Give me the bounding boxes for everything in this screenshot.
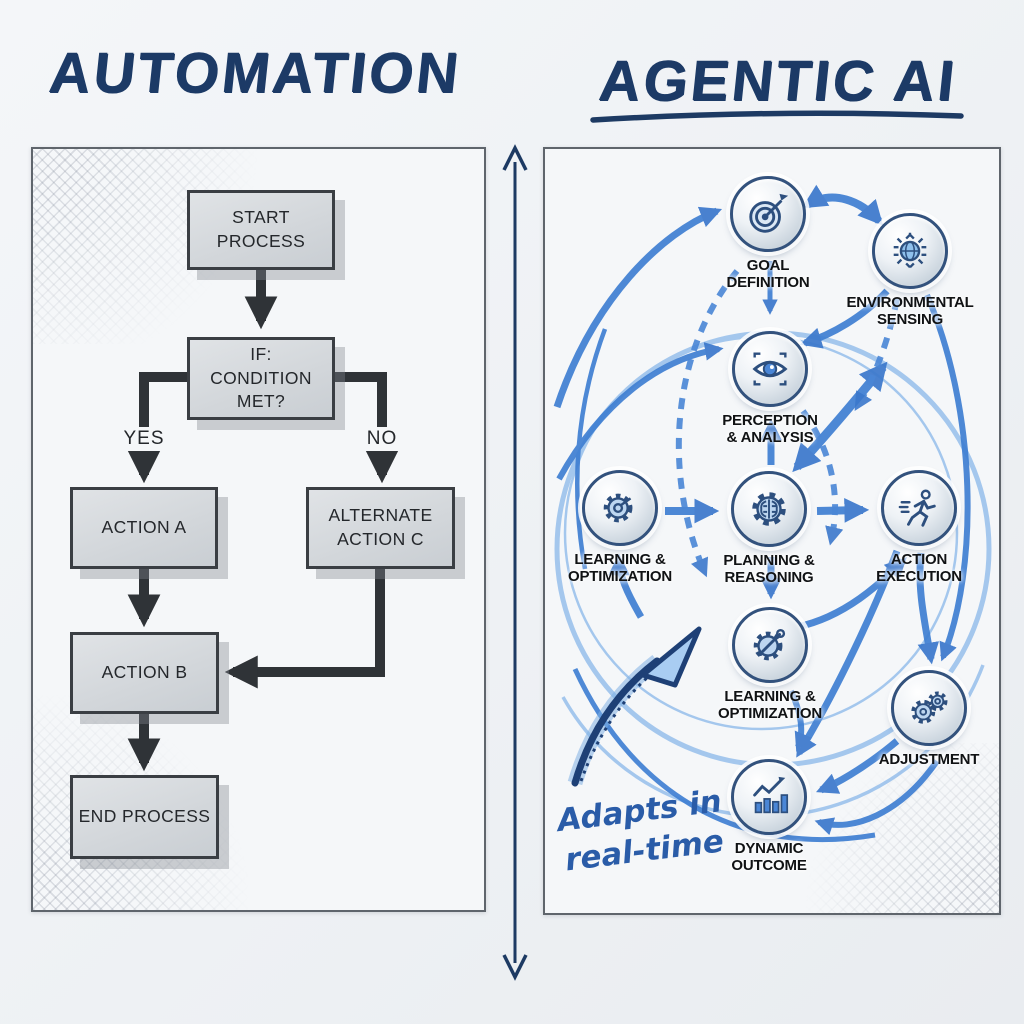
bar-chart-growth-icon	[753, 776, 789, 814]
gear-learning-icon	[603, 493, 633, 523]
sketch-arrow	[567, 626, 702, 787]
automation-panel: START PROCESS IF: CONDITION MET? ACTION …	[31, 147, 486, 912]
agentic-title: AGENTIC AI	[596, 49, 960, 113]
flow-box-alternate-action-c: ALTERNATE ACTION C	[306, 487, 455, 569]
eye-scan-icon	[752, 352, 788, 386]
flow-box-action-b: ACTION B	[70, 632, 219, 714]
flow-box-start: START PROCESS	[187, 190, 335, 270]
node-adjustment: ADJUSTMENT	[854, 670, 1004, 769]
divider-double-arrow	[502, 144, 528, 981]
node-planning-reasoning: PLANNING &REASONING	[694, 471, 844, 587]
yes-branch-label: YES	[118, 427, 170, 451]
gear-wrench-icon	[753, 628, 786, 661]
flow-box-action-a: ACTION A	[70, 487, 218, 569]
target-dart-icon	[749, 193, 789, 233]
gear-brain-icon	[752, 492, 786, 526]
node-learning-optimization-2: LEARNING &OPTIMIZATION	[695, 607, 845, 723]
node-learning-optimization-1: LEARNING &OPTIMIZATION	[545, 470, 695, 586]
node-perception-analysis: PERCEPTION& ANALYSIS	[695, 331, 845, 447]
globe-sensor-icon	[893, 232, 927, 269]
double-gears-icon	[911, 691, 948, 724]
flow-box-condition: IF: CONDITION MET?	[187, 337, 335, 420]
runner-icon	[898, 489, 936, 527]
flow-box-end: END PROCESS	[70, 775, 219, 859]
no-branch-label: NO	[361, 427, 403, 451]
agentic-title-underline	[590, 110, 964, 123]
automation-title: AUTOMATION	[46, 41, 464, 105]
